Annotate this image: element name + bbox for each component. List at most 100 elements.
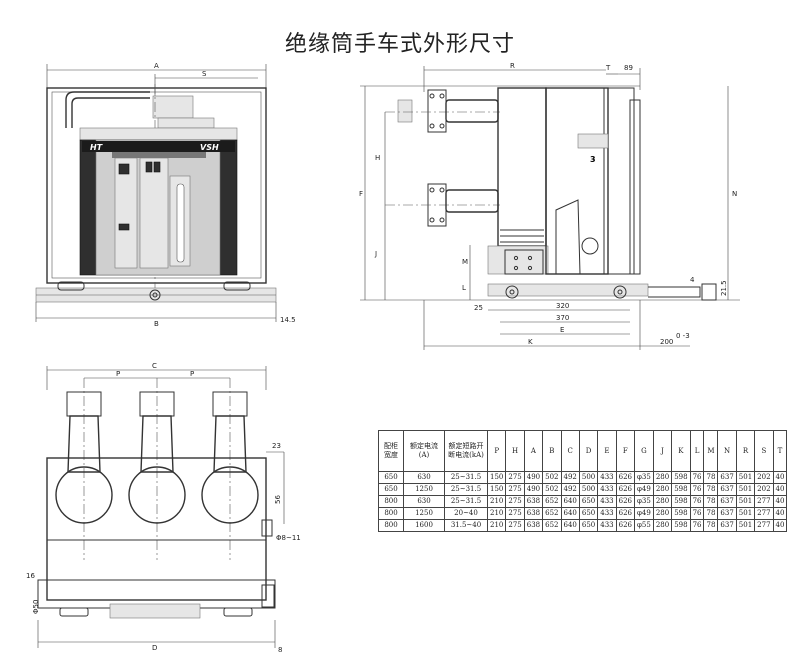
table-cell: 500 (578, 483, 599, 496)
table-cell: 40 (772, 471, 788, 484)
table-cell: 637 (717, 483, 737, 496)
dim-label-8: 8 (278, 646, 282, 654)
table-header-cell: P (486, 430, 507, 472)
table-cell: 502 (542, 483, 562, 496)
table-cell: 650 (378, 483, 404, 496)
dim-label-F: F (359, 190, 363, 198)
dim-label-50: Φ50 (32, 600, 40, 614)
table-header-cell: D (578, 430, 599, 472)
side-view: R T 89 F H J N (359, 62, 740, 350)
table-header-cell: E (597, 430, 617, 472)
table-cell: 433 (597, 483, 617, 496)
table-cell: 640 (560, 507, 580, 520)
dim-label-370: 370 (556, 314, 569, 322)
table-cell: 1250 (403, 507, 445, 520)
table-cell: 501 (735, 519, 756, 532)
table-cell: 275 (505, 495, 525, 508)
dim-label-B: B (154, 320, 159, 328)
table-header-cell: H (505, 430, 525, 472)
table-cell: 78 (703, 471, 719, 484)
table-header-cell: K (671, 430, 691, 472)
table-cell: 78 (703, 519, 719, 532)
drawing-title: 绝缘筒手车式外形尺寸 (284, 32, 515, 57)
dim-label-R: R (510, 62, 515, 70)
table-cell: 20~40 (444, 507, 488, 520)
dim-label-21-5: 21.5 (720, 280, 728, 296)
dim-label-C: C (152, 362, 157, 370)
dim-label-4: 4 (690, 276, 695, 284)
table-header-cell: A (523, 430, 544, 472)
table-cell: 40 (772, 495, 788, 508)
table-header-cell: N (717, 430, 737, 472)
dim-label-J: J (374, 250, 377, 258)
table-cell: 626 (615, 519, 636, 532)
table-cell: 637 (717, 519, 737, 532)
dim-label-S: S (202, 70, 207, 78)
table-cell: 78 (703, 495, 719, 508)
front-view: A S HT VSH (35, 62, 296, 328)
table-cell: 277 (754, 507, 774, 520)
part-number-3: 3 (590, 155, 596, 164)
table-cell: 638 (523, 495, 544, 508)
table-cell: 800 (378, 495, 404, 508)
top-view: C P P 23 56 Φ8~11 (26, 362, 301, 654)
table-cell: 280 (652, 495, 673, 508)
table-cell: 492 (560, 471, 580, 484)
table-cell: 626 (615, 507, 636, 520)
table-cell: 76 (689, 483, 705, 496)
dim-label-L: L (462, 284, 466, 292)
table-cell: 433 (597, 495, 617, 508)
dim-label-T: T (605, 64, 611, 72)
table-cell: 210 (486, 519, 507, 532)
table-cell: 800 (378, 507, 404, 520)
table-cell: 275 (505, 471, 525, 484)
dim-label-8-11: Φ8~11 (276, 534, 301, 542)
table-cell: 650 (578, 507, 599, 520)
dim-label-M: M (462, 258, 468, 266)
table-cell: 650 (578, 519, 599, 532)
table-cell: 598 (671, 507, 691, 520)
table-cell: 25~31.5 (444, 495, 488, 508)
table-cell: 277 (754, 519, 774, 532)
dim-label-25: 25 (474, 304, 483, 312)
table-cell: 652 (542, 495, 562, 508)
table-cell: φ49 (634, 507, 654, 520)
brand-mark-right: VSH (200, 143, 219, 152)
table-header-cell: R (735, 430, 756, 472)
table-header-cell: S (754, 430, 774, 472)
table-cell: 76 (689, 519, 705, 532)
table-cell: 433 (597, 471, 617, 484)
table-cell: 202 (754, 483, 774, 496)
table-cell: 640 (560, 495, 580, 508)
table-header-cell: G (634, 430, 654, 472)
table-cell: 78 (703, 483, 719, 496)
table-cell: 598 (671, 495, 691, 508)
table-cell: 210 (486, 495, 507, 508)
table-cell: 626 (615, 495, 636, 508)
table-header-cell: 额定电流(A) (403, 430, 445, 472)
table-cell: 40 (772, 507, 788, 520)
table-cell: 598 (671, 471, 691, 484)
table-cell: 150 (486, 471, 507, 484)
table-cell: 501 (735, 495, 756, 508)
table-cell: φ49 (634, 483, 654, 496)
table-cell: 280 (652, 519, 673, 532)
brand-mark-left: HT (90, 143, 103, 152)
table-cell: 490 (523, 483, 544, 496)
table-cell: 638 (523, 519, 544, 532)
table-cell: 637 (717, 495, 737, 508)
table-header-cell: B (542, 430, 562, 472)
table-cell: 25~31.5 (444, 483, 488, 496)
table-header-row: 配柜宽度 额定电流(A) 额定短路开断电流(kA) P H A B C D E … (378, 430, 788, 472)
table-cell: 76 (689, 495, 705, 508)
table-cell: 626 (615, 483, 636, 496)
table-cell: 637 (717, 507, 737, 520)
table-cell: 76 (689, 507, 705, 520)
dim-label-89: 89 (624, 64, 633, 72)
dim-label-D: D (152, 644, 157, 652)
dim-label-A: A (154, 62, 159, 70)
table-cell: 280 (652, 483, 673, 496)
